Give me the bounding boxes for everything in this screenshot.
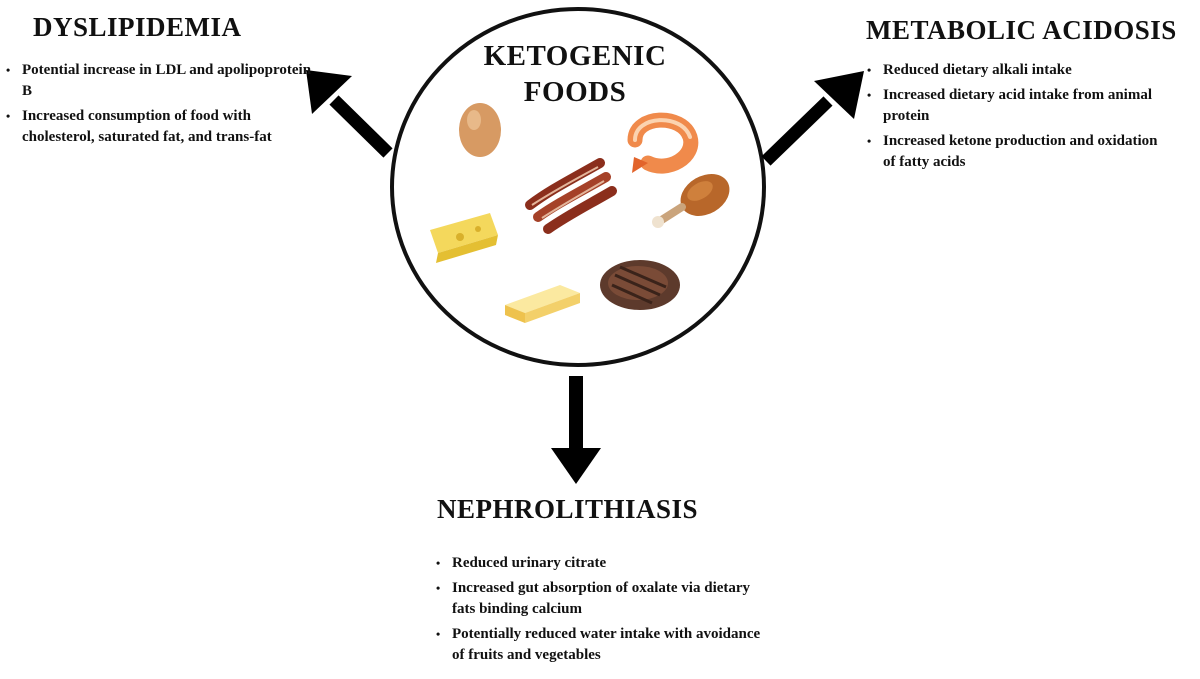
list-item: Increased gut absorption of oxalate via … bbox=[434, 578, 774, 620]
nephrolithiasis-heading: NEPHROLITHIASIS bbox=[437, 494, 699, 524]
arrow-to-nephrolithiasis bbox=[551, 376, 601, 484]
metabolic-acidosis-list: Reduced dietary alkali intake Increased … bbox=[865, 60, 1165, 177]
center-title-line1: KETOGENIC bbox=[483, 40, 667, 72]
arrow-to-metabolic-acidosis bbox=[761, 71, 864, 166]
cheese-wedge-icon bbox=[430, 213, 498, 263]
center-title-line2: FOODS bbox=[523, 76, 627, 108]
list-item: Reduced urinary citrate bbox=[434, 553, 774, 574]
dyslipidemia-heading: DYSLIPIDEMIA bbox=[33, 12, 242, 42]
chicken-leg-icon bbox=[652, 174, 730, 228]
list-item: Potential increase in LDL and apolipopro… bbox=[4, 60, 324, 102]
list-item: Potentially reduced water intake with av… bbox=[434, 624, 774, 666]
bacon-icon bbox=[525, 158, 617, 234]
food-illustrations bbox=[430, 103, 730, 323]
butter-icon bbox=[505, 285, 580, 323]
metabolic-acidosis-heading: METABOLIC ACIDOSIS bbox=[866, 15, 1177, 45]
steak-icon bbox=[600, 260, 680, 310]
center-title: KETOGENIC FOODS bbox=[440, 38, 710, 110]
list-item: Increased consumption of food with chole… bbox=[4, 106, 324, 148]
list-item: Increased ketone production and oxidatio… bbox=[865, 131, 1165, 173]
dyslipidemia-list: Potential increase in LDL and apolipopro… bbox=[4, 60, 324, 152]
list-item: Reduced dietary alkali intake bbox=[865, 60, 1165, 81]
center-circle bbox=[390, 7, 766, 367]
egg-icon bbox=[459, 103, 501, 157]
nephrolithiasis-list: Reduced urinary citrate Increased gut ab… bbox=[434, 553, 774, 670]
list-item: Increased dietary acid intake from anima… bbox=[865, 85, 1165, 127]
shrimp-icon bbox=[627, 112, 699, 174]
